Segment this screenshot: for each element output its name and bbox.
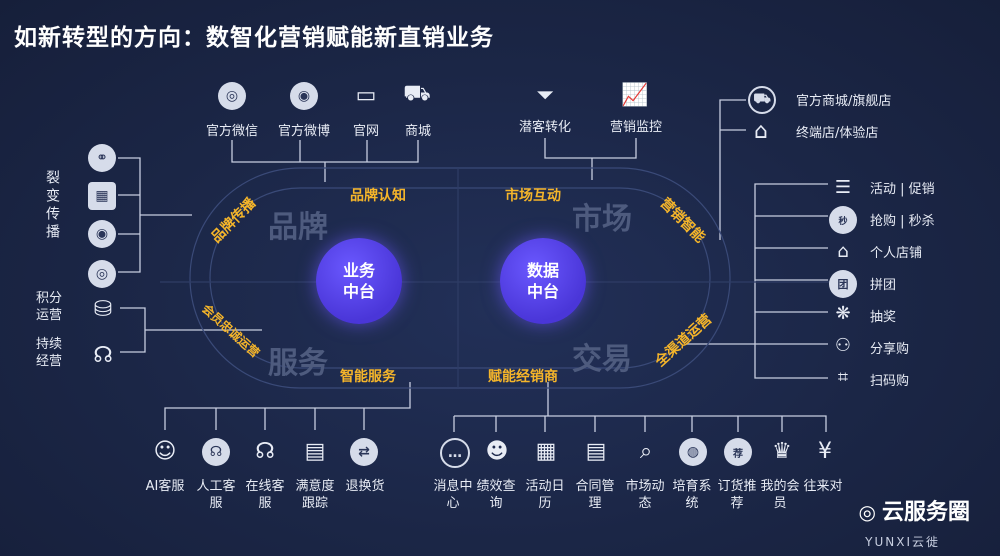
label-points-ops: 积分运营 (36, 291, 63, 323)
message-icon: … (440, 438, 470, 468)
account-watermark: ◎云服务圈 (859, 494, 970, 526)
lottery-icon: ❋ (835, 302, 851, 324)
label-official-weibo: 官方微博 (277, 124, 330, 139)
funnel-icon: ⏷ (536, 82, 554, 108)
ring-smart-service: 智能服务 (340, 369, 396, 385)
recommend-icon: 荐 (724, 438, 752, 466)
watermark-trade: 交易 (572, 342, 632, 377)
label-message-center: 消息中心 (433, 479, 473, 511)
label-continuous-ops: 持续经营 (36, 337, 63, 369)
label-returns: 退换货 (345, 479, 385, 494)
data-hub-line1: 数据 (526, 261, 559, 280)
label-contract-mgmt: 合同管理 (575, 479, 615, 511)
account-name: 云服务圈 (881, 500, 970, 525)
brand-logo: YUNXI云徙 (865, 535, 940, 549)
label-lead-conversion: 潜客转化 (518, 120, 571, 135)
page-title: 如新转型的方向：数智化营销赋能新直销业务 (14, 25, 494, 51)
label-my-members: 我的会员 (760, 479, 800, 511)
watermark-brand: 品牌 (268, 210, 328, 245)
label-personal-store: 个人店铺 (870, 246, 923, 261)
wechat-icon: ◎ (218, 82, 246, 110)
store-icon: ⌂ (837, 240, 849, 262)
qrcode-icon: ▦ (88, 182, 116, 210)
watermark-market: 市场 (572, 202, 632, 237)
receipt-icon: ¥ (818, 438, 832, 464)
weibo-icon: ◉ (290, 82, 318, 110)
share-icon: ⚇ (834, 334, 852, 356)
wechat-share-icon: ◎ (88, 260, 116, 288)
label-market-trends: 市场动态 (625, 479, 665, 511)
label-activity-calendar: 活动日历 (525, 479, 565, 511)
flash-sale-icon: 秒 (829, 206, 857, 234)
label-scan-buy: 扫码购 (870, 374, 910, 389)
link-icon: ⚭ (88, 144, 116, 172)
label-satisfaction: 满意度跟踪 (295, 479, 335, 511)
label-experience-store: 终端店/体验店 (796, 126, 879, 141)
label-flash-sale: 抢购 | 秒杀 (870, 214, 935, 229)
contract-icon: ▤ (585, 438, 607, 464)
label-mall: 商城 (404, 124, 431, 139)
label-group-buy: 拼团 (870, 278, 897, 293)
monitor-icon: ▭ (355, 82, 377, 108)
watermark-service: 服务 (268, 346, 328, 381)
globe-icon: ◍ (679, 438, 707, 466)
wechat-logo-icon: ◎ (858, 500, 876, 524)
label-official-wechat: 官方微信 (205, 124, 258, 139)
label-lottery: 抽奖 (870, 310, 897, 325)
weibo-share-icon: ◉ (88, 220, 116, 248)
database-icon: ⛁ (93, 296, 113, 322)
group-icon: 团 (829, 270, 857, 298)
ai-head-icon: ☺ (153, 438, 177, 464)
data-hub: 数据 中台 (500, 238, 586, 324)
calendar-icon: ▦ (535, 438, 557, 464)
storefront-icon: ⌂ (754, 118, 768, 144)
support-icon: ☊ (93, 342, 113, 368)
label-promo: 活动 | 促销 (870, 182, 935, 197)
label-share-buy: 分享购 (870, 342, 910, 357)
exchange-icon: ⇄ (350, 438, 378, 466)
label-accounts: 往来对 (803, 479, 843, 494)
label-order-recommend: 订货推荐 (717, 479, 757, 511)
data-hub-line2: 中台 (526, 282, 559, 301)
label-official-site: 官网 (352, 124, 379, 139)
headset-agent-icon: ☊ (202, 438, 230, 466)
user-icon: ☻ (485, 438, 509, 464)
chart-icon: 📈 (621, 82, 649, 108)
label-training-system: 培育系统 (672, 479, 712, 511)
shop-cart-icon: ⛟ (748, 86, 776, 114)
scan-icon: ⌗ (837, 366, 849, 388)
business-hub: 业务 中台 (316, 238, 402, 324)
ring-enable-dealer: 赋能经销商 (488, 369, 558, 385)
label-official-store: 官方商城/旗舰店 (796, 94, 892, 109)
crown-icon: ♛ (772, 438, 792, 464)
document-icon: ▤ (304, 438, 326, 464)
business-hub-line1: 业务 (342, 261, 375, 280)
label-online-service: 在线客服 (245, 479, 285, 511)
label-human-service: 人工客服 (196, 479, 236, 511)
business-hub-line2: 中台 (342, 282, 375, 301)
cart-icon: ⛟ (403, 81, 431, 106)
search-trend-icon: ⌕ (639, 438, 653, 464)
headset-icon: ☊ (255, 438, 275, 464)
label-viral-spread: 裂变传播 (44, 170, 60, 242)
label-marketing-monitor: 营销监控 (609, 120, 662, 135)
ring-brand-awareness: 品牌认知 (350, 188, 406, 204)
ring-market-interaction: 市场互动 (505, 188, 561, 204)
label-ai-service: AI客服 (145, 479, 185, 494)
promo-icon: ☰ (834, 176, 852, 198)
label-performance: 绩效查询 (476, 479, 516, 511)
